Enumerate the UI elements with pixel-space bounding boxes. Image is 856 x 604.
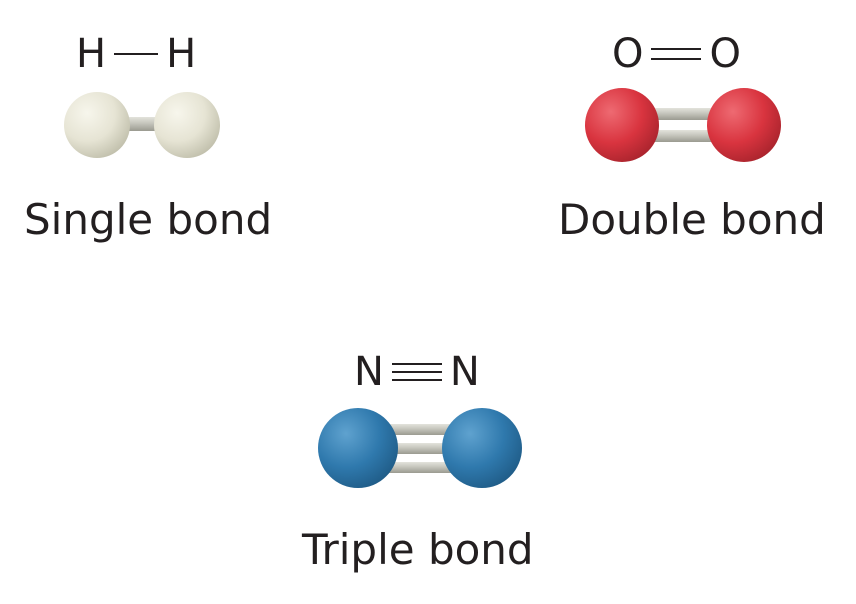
formula-n2: N N [354, 352, 480, 392]
bond-line [391, 379, 442, 381]
bond-line [651, 58, 702, 60]
bond-rod [388, 462, 454, 473]
bond-rod [388, 424, 454, 435]
bond-lines-triple [391, 360, 442, 384]
triple-bond-label: Triple bond [302, 525, 534, 574]
atom-symbol-left: H [76, 31, 107, 77]
bond-lines-double [651, 44, 702, 64]
formula-h2: H H [76, 34, 196, 74]
atom-symbol-left: N [354, 349, 384, 395]
atom-symbol-left: O [612, 31, 644, 77]
bond-line [651, 48, 702, 50]
bond-rod [647, 130, 717, 142]
bond-lines-single [114, 49, 159, 59]
hydrogen-atom-left [64, 92, 130, 158]
bond-line [114, 53, 159, 55]
bond-rod [388, 443, 454, 454]
oxygen-atom-right [707, 88, 781, 162]
ball-stick-model-n2 [318, 406, 524, 490]
nitrogen-atom-left [318, 408, 398, 488]
bond-rod [647, 108, 717, 120]
atom-symbol-right: N [449, 349, 480, 395]
atom-symbol-right: O [709, 31, 741, 77]
bond-line [391, 371, 442, 373]
ball-stick-model-o2 [585, 88, 785, 164]
atom-symbol-right: H [166, 31, 197, 77]
ball-stick-model-h2 [64, 92, 224, 160]
hydrogen-atom-right [154, 92, 220, 158]
bond-line [391, 363, 442, 365]
oxygen-atom-left [585, 88, 659, 162]
nitrogen-atom-right [442, 408, 522, 488]
double-bond-label: Double bond [558, 195, 826, 244]
single-bond-label: Single bond [24, 195, 273, 244]
formula-o2: O O [612, 34, 741, 74]
